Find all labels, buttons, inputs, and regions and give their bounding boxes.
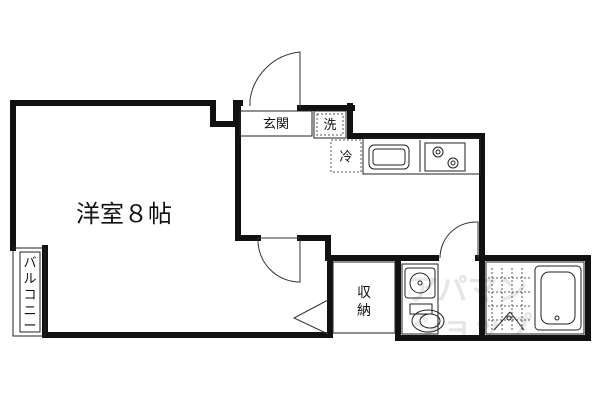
wall-kitchen-right [347, 103, 485, 261]
room-door-icon [257, 237, 301, 283]
fridge-label: 冷 [339, 150, 352, 165]
wall-bath-block [395, 255, 591, 341]
balcony-frame [12, 247, 46, 337]
walls [10, 100, 591, 341]
bath-area [485, 261, 585, 335]
entrance-door-icon [249, 51, 301, 108]
fridge: 冷 [330, 139, 362, 173]
storage: 収 納 [292, 261, 396, 335]
stove-icon [424, 142, 466, 172]
wall-room-top [10, 100, 216, 251]
wall-column [210, 100, 239, 127]
storage-label-1: 収 [357, 285, 371, 301]
washer-label: 洗 [323, 118, 336, 133]
counter-outline [362, 137, 481, 175]
balcony-char-4: ニ [23, 304, 36, 319]
washer-space [313, 110, 347, 139]
wall-room-kitchen [235, 103, 261, 241]
toilet-icon [411, 309, 445, 333]
entrance-label: 玄関 [263, 117, 289, 132]
balcony-char-2: ル [23, 272, 36, 287]
balcony-inner [19, 251, 41, 333]
bathroom [485, 261, 585, 335]
wall-room-bottom [42, 245, 333, 338]
bathtub-icon [534, 265, 582, 331]
balcony-char-5: ー [23, 319, 36, 334]
western-room-label: 洋室８帖 [76, 200, 172, 228]
storage-label-2: 納 [357, 303, 371, 319]
toilet-room [401, 263, 445, 335]
washer: 洗 [313, 110, 347, 139]
toilet-area [401, 263, 439, 335]
storage-area [332, 261, 396, 334]
watermark: アパマン ショップ [408, 273, 533, 346]
entrance: 玄関 [239, 51, 313, 137]
toilet-tank-icon [409, 303, 433, 315]
wash-floor-tiles [488, 268, 530, 331]
wall-room-kitchen-right [297, 235, 333, 261]
entrance-area [239, 110, 313, 137]
bath-door-icon [439, 221, 479, 259]
kitchen-counter [362, 137, 481, 175]
sink-icon [368, 144, 410, 170]
watermark-line1: アパマン [408, 273, 527, 308]
fridge-space [330, 139, 362, 173]
closet-door-icon [292, 299, 329, 335]
balcony: バ ル コ ニ ー [12, 247, 46, 337]
balcony-char-1: バ [23, 256, 36, 271]
basin-icon [404, 267, 436, 299]
balcony-char-3: コ [23, 288, 36, 303]
